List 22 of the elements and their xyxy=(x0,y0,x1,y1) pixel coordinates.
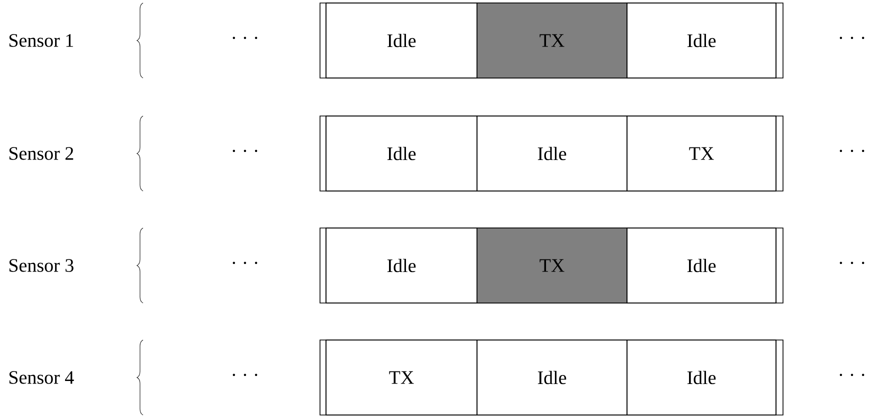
ellipsis: · · · xyxy=(232,374,258,376)
ellipsis: · · · xyxy=(232,150,258,152)
ellipsis: · · · xyxy=(840,150,864,152)
slot-cell: Idle xyxy=(626,228,776,304)
slot-cell: Idle xyxy=(626,2,776,78)
slot-cell: Idle xyxy=(476,340,628,416)
sensor-label: Sensor 4 xyxy=(9,371,74,384)
shaded-slot-cell: TX xyxy=(476,228,628,304)
slot-cell: TX xyxy=(626,116,776,192)
ellipsis: · · · xyxy=(840,374,864,376)
ellipsis: · · · xyxy=(840,262,864,264)
ellipsis: · · · xyxy=(232,262,258,264)
slot-cell: Idle xyxy=(626,340,776,416)
ellipsis: · · · xyxy=(840,36,864,40)
sensor-label: Sensor 3 xyxy=(9,259,74,272)
ellipsis: · · · xyxy=(232,36,258,40)
slot-cell: Idle xyxy=(326,116,478,192)
slot-cell: Idle xyxy=(476,116,628,192)
sensor-label: Sensor 2 xyxy=(9,147,74,160)
slot-cell: TX xyxy=(326,340,478,416)
sensor-label: Sensor 1 xyxy=(9,34,74,47)
shaded-slot-cell: TX xyxy=(476,2,628,78)
